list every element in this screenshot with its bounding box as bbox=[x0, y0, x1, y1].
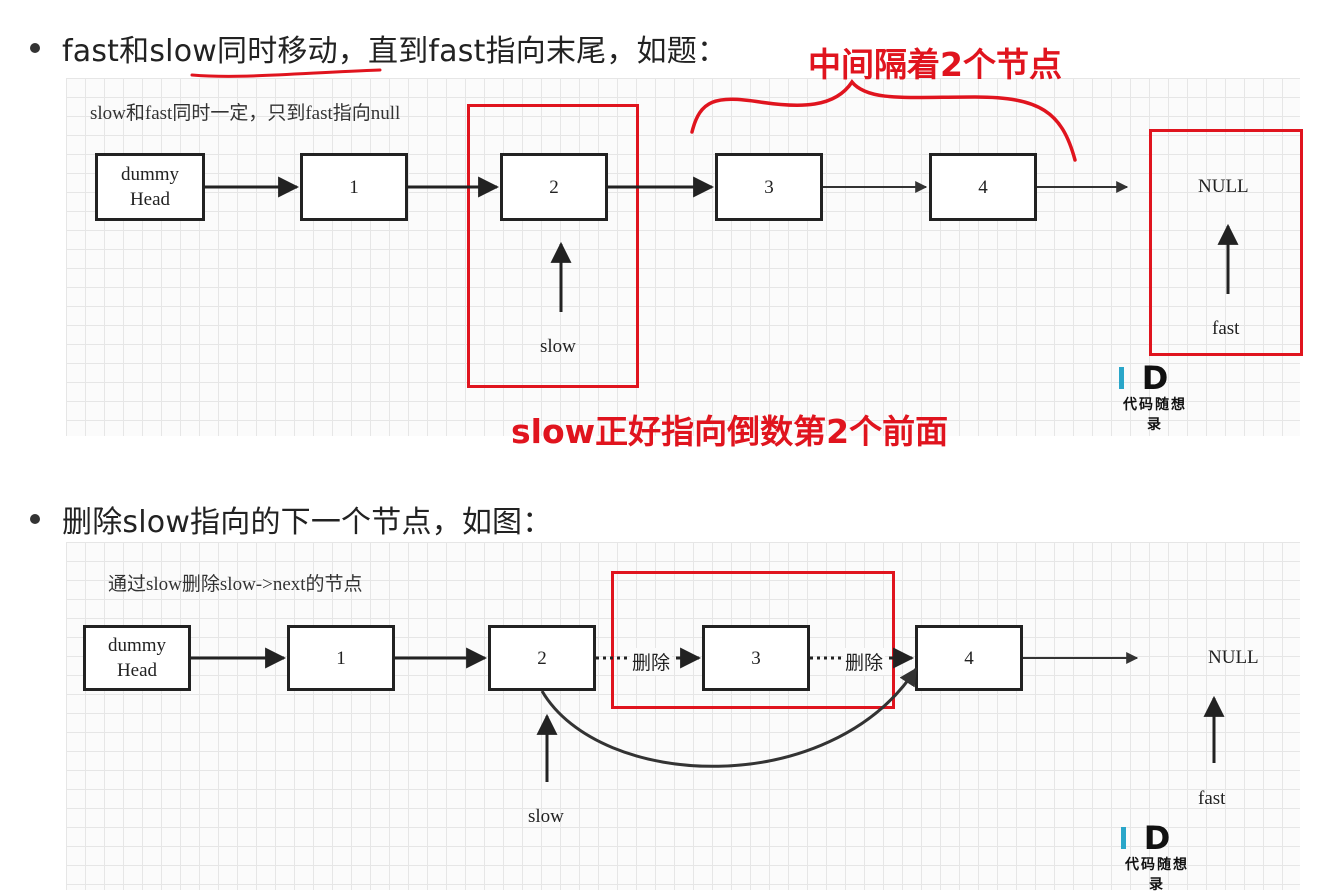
logo-d-icon: D bbox=[1116, 362, 1194, 394]
annotation-gap-nodes: 中间隔着2个节点 bbox=[808, 45, 1062, 84]
node-1: 1 bbox=[287, 625, 395, 691]
node-2: 2 bbox=[500, 153, 608, 221]
null-label: NULL bbox=[1208, 647, 1259, 668]
logo-text: 代码随想录 bbox=[1123, 397, 1187, 433]
null-label: NULL bbox=[1198, 176, 1249, 197]
diagram-caption-1: slow和fast同时一定，只到fast指向null bbox=[90, 103, 401, 124]
diagram-panel-2 bbox=[66, 542, 1300, 890]
node-4: 4 bbox=[915, 625, 1023, 691]
logo-section-2: D 代码随想录 bbox=[1118, 822, 1196, 894]
logo-section-1: D 代码随想录 bbox=[1116, 362, 1194, 434]
bullet-text-underlined: 同时移动， bbox=[217, 34, 368, 69]
node-dummy-head: dummy Head bbox=[95, 153, 205, 221]
annotation-slow-position: slow正好指向倒数第2个前面 bbox=[511, 412, 949, 451]
node-2: 2 bbox=[488, 625, 596, 691]
red-brace bbox=[690, 79, 1077, 162]
bullet-section-2: 删除slow指向的下一个节点，如图： bbox=[30, 497, 552, 541]
diagram-panel-1 bbox=[66, 78, 1300, 436]
bullet-dot bbox=[30, 43, 40, 53]
slow-pointer-label: slow bbox=[540, 336, 576, 357]
node-4: 4 bbox=[929, 153, 1037, 221]
node-1: 1 bbox=[300, 153, 408, 221]
node-3-deleted: 3 bbox=[702, 625, 810, 691]
bullet-dot bbox=[30, 514, 40, 524]
delete-label-1: 删除 bbox=[630, 648, 673, 675]
bullet-text-1: fast和slow同时移动，直到fast指向末尾，如题： bbox=[62, 26, 727, 70]
red-underline bbox=[190, 68, 382, 78]
bullet-section-1: fast和slow同时移动，直到fast指向末尾，如题： bbox=[30, 26, 727, 70]
null-highlight-box bbox=[1149, 129, 1303, 356]
node-dummy-head: dummy Head bbox=[83, 625, 191, 691]
bypass-arrow-2-to-4 bbox=[540, 667, 918, 768]
delete-label-2: 删除 bbox=[843, 648, 886, 675]
node-3: 3 bbox=[715, 153, 823, 221]
diagram-caption-2: 通过slow删除slow->next的节点 bbox=[108, 574, 363, 595]
slow-pointer-label: slow bbox=[528, 806, 564, 827]
bullet-text-suffix: 直到fast指向末尾，如题： bbox=[368, 34, 728, 69]
logo-d-icon: D bbox=[1118, 822, 1196, 854]
fast-pointer-label: fast bbox=[1212, 318, 1240, 339]
deleted-node-highlight-box bbox=[611, 571, 895, 709]
logo-text: 代码随想录 bbox=[1125, 857, 1189, 893]
fast-pointer-label: fast bbox=[1198, 788, 1226, 809]
bullet-text-prefix: fast和slow bbox=[62, 34, 217, 69]
bullet-text-2: 删除slow指向的下一个节点，如图： bbox=[62, 505, 553, 540]
slow-highlight-box bbox=[467, 104, 639, 388]
